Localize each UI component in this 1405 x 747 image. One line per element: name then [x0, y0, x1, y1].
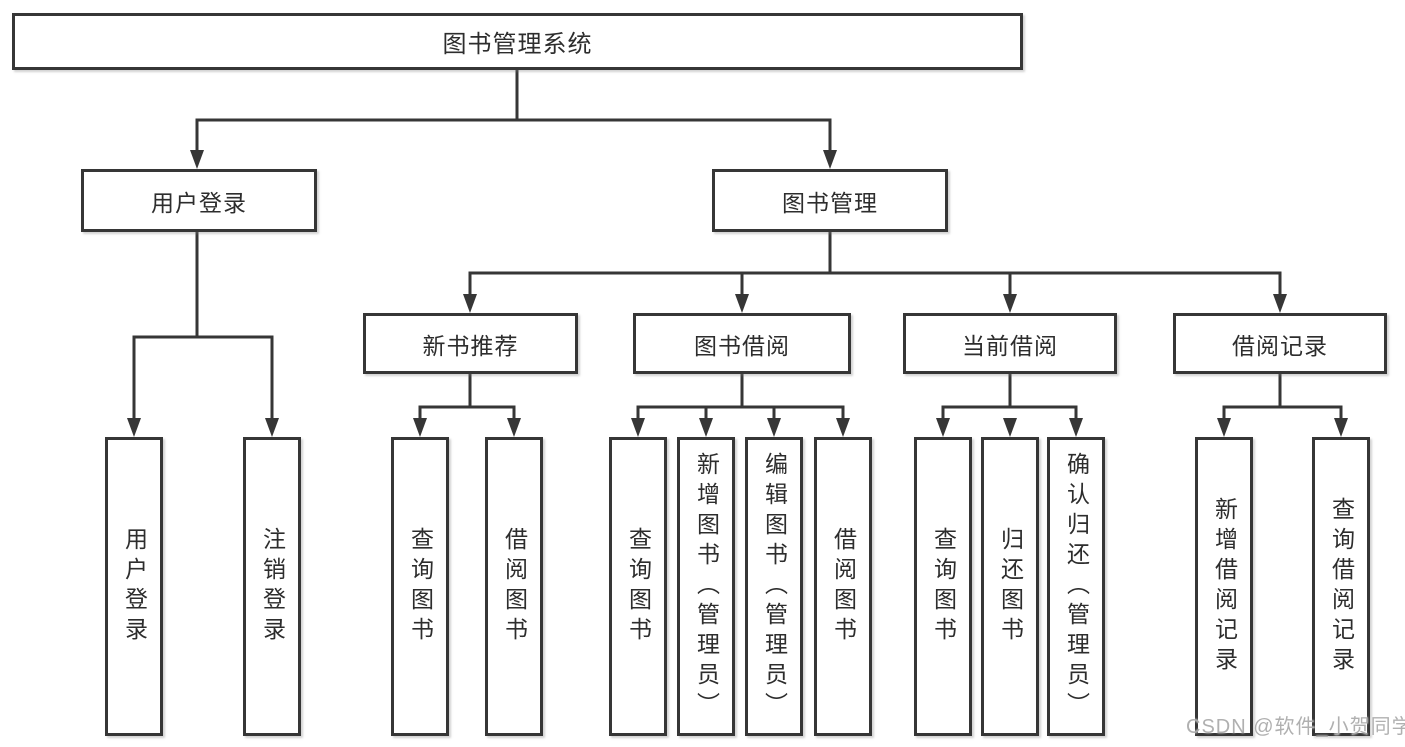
node-label: 查询图书 — [930, 526, 957, 647]
node-label: 图书借阅 — [694, 332, 790, 359]
node-label: 借阅记录 — [1232, 332, 1328, 359]
node-label: 查询借阅记录 — [1328, 496, 1355, 677]
node-label: 编辑图书（管理员） — [761, 451, 788, 722]
node-label: 新增图书（管理员） — [693, 451, 720, 722]
node-label: 当前借阅 — [962, 332, 1058, 359]
node-borrowing-records: 借阅记录 — [1173, 313, 1387, 374]
connector-lines — [132, 68, 1343, 430]
node-label: 新增借阅记录 — [1211, 496, 1238, 677]
leaf-recommend-query-books: 查询图书 — [391, 437, 449, 736]
leaf-borrowing-query-books: 查询图书 — [609, 437, 667, 736]
node-label: 用户登录 — [121, 526, 148, 647]
node-book-borrowing: 图书借阅 — [633, 313, 851, 374]
leaf-recommend-borrow-books: 借阅图书 — [485, 437, 543, 736]
node-label: 借阅图书 — [501, 526, 528, 647]
node-label: 注销登录 — [259, 526, 286, 647]
node-library-system: 图书管理系统 — [12, 13, 1023, 70]
leaf-logout-login: 注销登录 — [243, 437, 301, 736]
leaf-confirm-return-admin: 确认归还（管理员） — [1047, 437, 1105, 736]
node-new-book-recommend: 新书推荐 — [363, 313, 578, 374]
leaf-borrow-books: 借阅图书 — [814, 437, 872, 736]
node-user-login: 用户登录 — [81, 169, 317, 232]
csdn-watermark: CSDN @软件_小贺同学 — [1186, 716, 1405, 738]
node-label: 图书管理 — [782, 189, 878, 216]
leaf-current-query-books: 查询图书 — [914, 437, 972, 736]
node-label: 查询图书 — [407, 526, 434, 647]
node-label: 归还图书 — [997, 526, 1024, 647]
leaf-return-books: 归还图书 — [981, 437, 1039, 736]
leaf-add-borrow-record: 新增借阅记录 — [1195, 437, 1253, 736]
node-label: 用户登录 — [151, 189, 247, 216]
node-label: 图书管理系统 — [442, 31, 593, 58]
leaf-add-books-admin: 新增图书（管理员） — [677, 437, 735, 736]
node-label: 查询图书 — [625, 526, 652, 647]
node-book-management: 图书管理 — [712, 169, 948, 232]
node-label: 确认归还（管理员） — [1063, 451, 1090, 722]
node-label: 新书推荐 — [422, 332, 519, 359]
node-current-borrowing: 当前借阅 — [903, 313, 1117, 374]
node-label: 借阅图书 — [830, 526, 857, 647]
leaf-user-login: 用户登录 — [105, 437, 163, 736]
leaf-edit-books-admin: 编辑图书（管理员） — [745, 437, 803, 736]
leaf-query-borrow-record: 查询借阅记录 — [1312, 437, 1370, 736]
